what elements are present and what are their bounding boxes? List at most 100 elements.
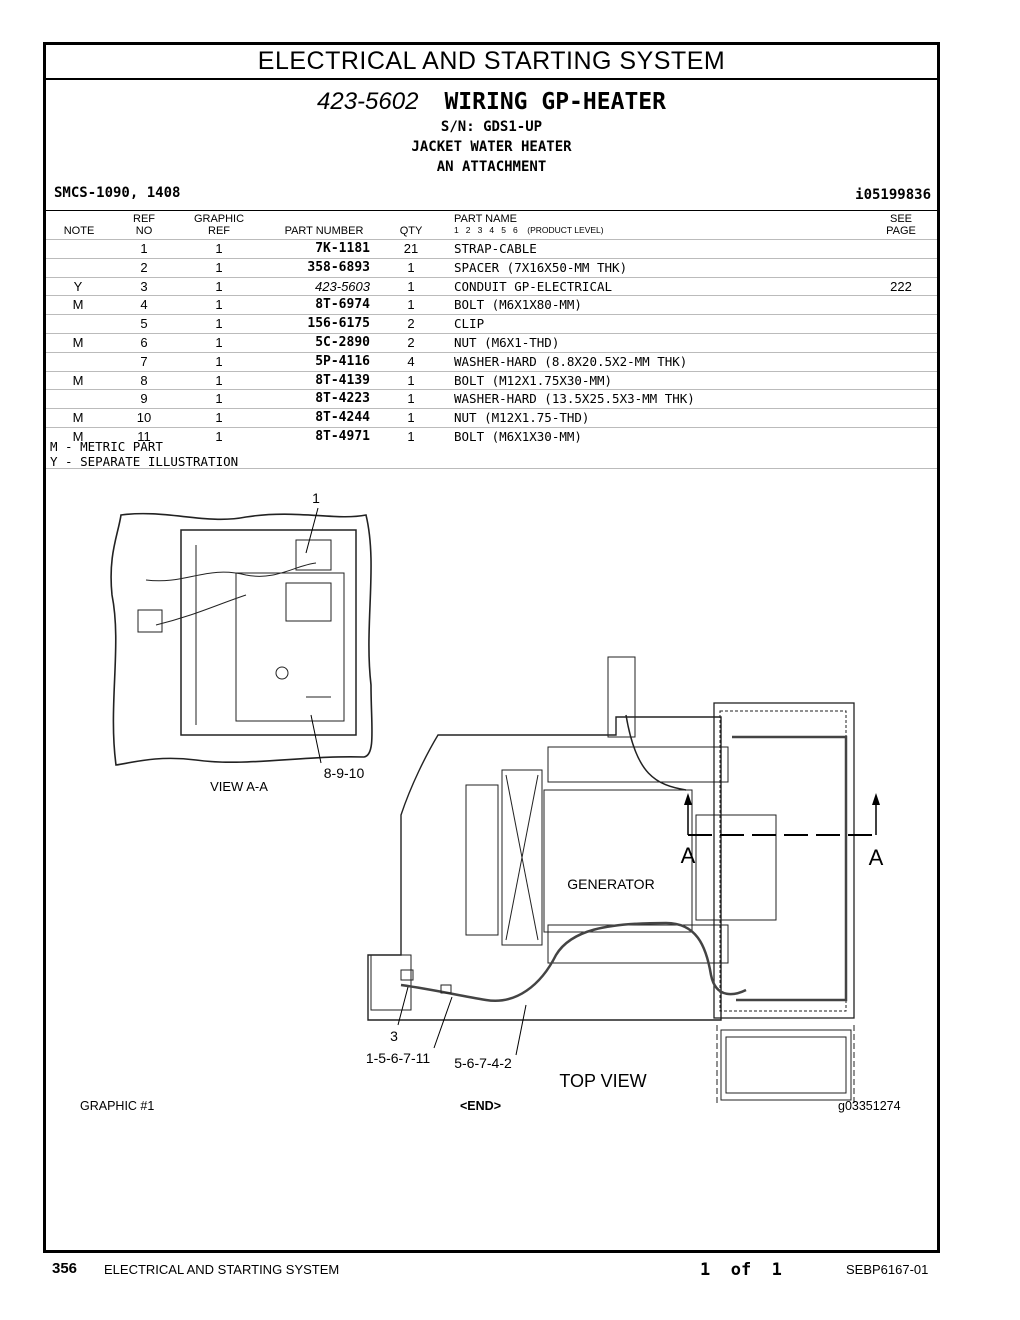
title-block: 423-5602 WIRING GP-HEATER S/N: GDS1-UP JA… (46, 87, 937, 177)
cell-qty: 1 (407, 428, 415, 444)
cell-ref-no: 10 (136, 410, 152, 426)
cell-qty: 1 (407, 372, 415, 388)
cell-part-number: 8T-4139 (315, 372, 370, 388)
cell-qty: 2 (407, 334, 415, 350)
callout-5-6-7-4-2-leader (515, 1004, 527, 1056)
cell-qty: 2 (407, 316, 415, 332)
header-see-top: SEE (889, 213, 912, 225)
graphic-label: GRAPHIC #1 (80, 1099, 155, 1113)
generator-label: GENERATOR (567, 876, 654, 892)
cell-part-number: 8T-4971 (315, 428, 370, 444)
header-see-bottom: PAGE (886, 225, 916, 237)
cell-part-name: CONDUIT GP-ELECTRICAL (454, 278, 613, 294)
cell-note: M (72, 334, 84, 350)
cell-graphic-ref: 1 (215, 297, 223, 313)
cell-ref-no: 8 (140, 372, 148, 388)
cell-part-name: NUT (M6X1-THD) (454, 334, 560, 350)
cell-ref-no: 11 (137, 428, 151, 444)
cell-part-number: 358-6893 (307, 259, 370, 275)
cell-part-number: 7K-1181 (315, 241, 370, 256)
cell-ref-no: 9 (140, 391, 148, 407)
section-a-left: A (681, 843, 696, 868)
callout-1-5-6-7-11: 1-5-6-7-11 (366, 1050, 431, 1066)
cell-part-name: CLIP (454, 316, 485, 332)
cell-part-name: STRAP-CABLE (454, 241, 537, 256)
cell-part-number: 5P-4116 (315, 353, 370, 369)
cell-qty: 1 (407, 278, 415, 294)
header-ref-top: REF (133, 213, 155, 225)
title-line-3: AN ATTACHMENT (436, 159, 547, 175)
cell-qty: 1 (407, 297, 415, 313)
view-aa-label: VIEW A-A (210, 779, 268, 794)
cell-part-number: 8T-4223 (315, 391, 370, 407)
footer-page-of: 1 of 1 (700, 1260, 782, 1280)
cell-part-name: BOLT (M6X1X30-MM) (454, 428, 582, 444)
cell-graphic-ref: 1 (215, 278, 223, 294)
cell-graphic-ref: 1 (215, 428, 223, 444)
cell-part-number: 423-5603 (315, 278, 370, 294)
cell-ref-no: 5 (140, 316, 148, 332)
footer-section: ELECTRICAL AND STARTING SYSTEM (104, 1262, 340, 1277)
cell-ref-no: 3 (140, 278, 148, 294)
notes-rule (46, 468, 937, 469)
cell-part-number: 5C-2890 (315, 334, 370, 350)
cell-qty: 1 (407, 259, 415, 275)
header-ref-bottom: NO (135, 225, 153, 237)
cell-note: M (72, 297, 84, 313)
serial-range: S/N: GDS1-UP (440, 119, 543, 135)
cell-graphic-ref: 1 (215, 353, 223, 369)
cell-note: Y (73, 278, 83, 294)
cell-qty: 21 (403, 241, 419, 256)
cell-note: M (72, 372, 84, 388)
cell-part-number: 8T-4244 (315, 410, 370, 426)
table-row: 1 1 7K-1181 21 STRAP-CABLE (46, 239, 937, 258)
note-metric: M - METRIC PART (50, 439, 163, 454)
parts-table-header: NOTE REF NO GRAPHIC REF PART NUMBER QTY … (46, 213, 937, 241)
view-aa-drawing (110, 512, 373, 766)
group-number: 423-5602 (317, 88, 419, 115)
cell-ref-no: 1 (140, 241, 148, 256)
wiring-illustration: 1 8-9-10 VIEW A-A (110, 490, 884, 1103)
header-product-level: 1 2 3 4 5 6 (PRODUCT LEVEL) (454, 225, 604, 235)
callout-1-leader (305, 507, 319, 554)
graphic-id: g03351274 (838, 1099, 901, 1113)
callout-5-6-7-4-2: 5-6-7-4-2 (454, 1055, 512, 1071)
header-gref-top: GRAPHIC (193, 213, 245, 225)
cell-ref-no: 4 (140, 297, 148, 313)
header-gref-bottom: REF (208, 225, 230, 237)
section-a-right: A (869, 845, 884, 870)
cell-part-name: NUT (M12X1.75-THD) (454, 410, 590, 426)
header-qty: QTY (399, 225, 423, 237)
end-label: <END> (460, 1099, 501, 1113)
table-row: Y 3 1 423-5603 1 CONDUIT GP-ELECTRICAL 222 (46, 276, 937, 296)
cell-part-name: BOLT (M12X1.75X30-MM) (454, 372, 613, 388)
callout-1-5-6-7-11-leader (433, 996, 453, 1049)
header-note: NOTE (63, 225, 95, 237)
title-line-2: JACKET WATER HEATER (411, 139, 572, 155)
cell-graphic-ref: 1 (215, 241, 223, 256)
group-name: WIRING GP-HEATER (444, 89, 666, 115)
cell-part-name: BOLT (M6X1X80-MM) (454, 297, 582, 313)
cell-ref-no: 6 (140, 334, 148, 350)
section-line-aa (684, 793, 880, 836)
cell-qty: 1 (407, 410, 415, 426)
callout-8-9-10: 8-9-10 (324, 765, 365, 781)
cell-graphic-ref: 1 (215, 391, 223, 407)
callout-3-leader (397, 986, 409, 1026)
cell-ref-no: 2 (140, 259, 148, 275)
illustration-id: i05199836 (855, 187, 931, 203)
cell-part-number: 8T-6974 (315, 297, 370, 313)
header-part-name: PART NAME (454, 213, 517, 225)
cell-see-page: 222 (890, 278, 912, 294)
cell-note: M (72, 428, 84, 444)
cell-note: M (72, 410, 84, 426)
cell-ref-no: 7 (140, 353, 148, 369)
smcs-code: SMCS-1090, 1408 (54, 185, 181, 201)
